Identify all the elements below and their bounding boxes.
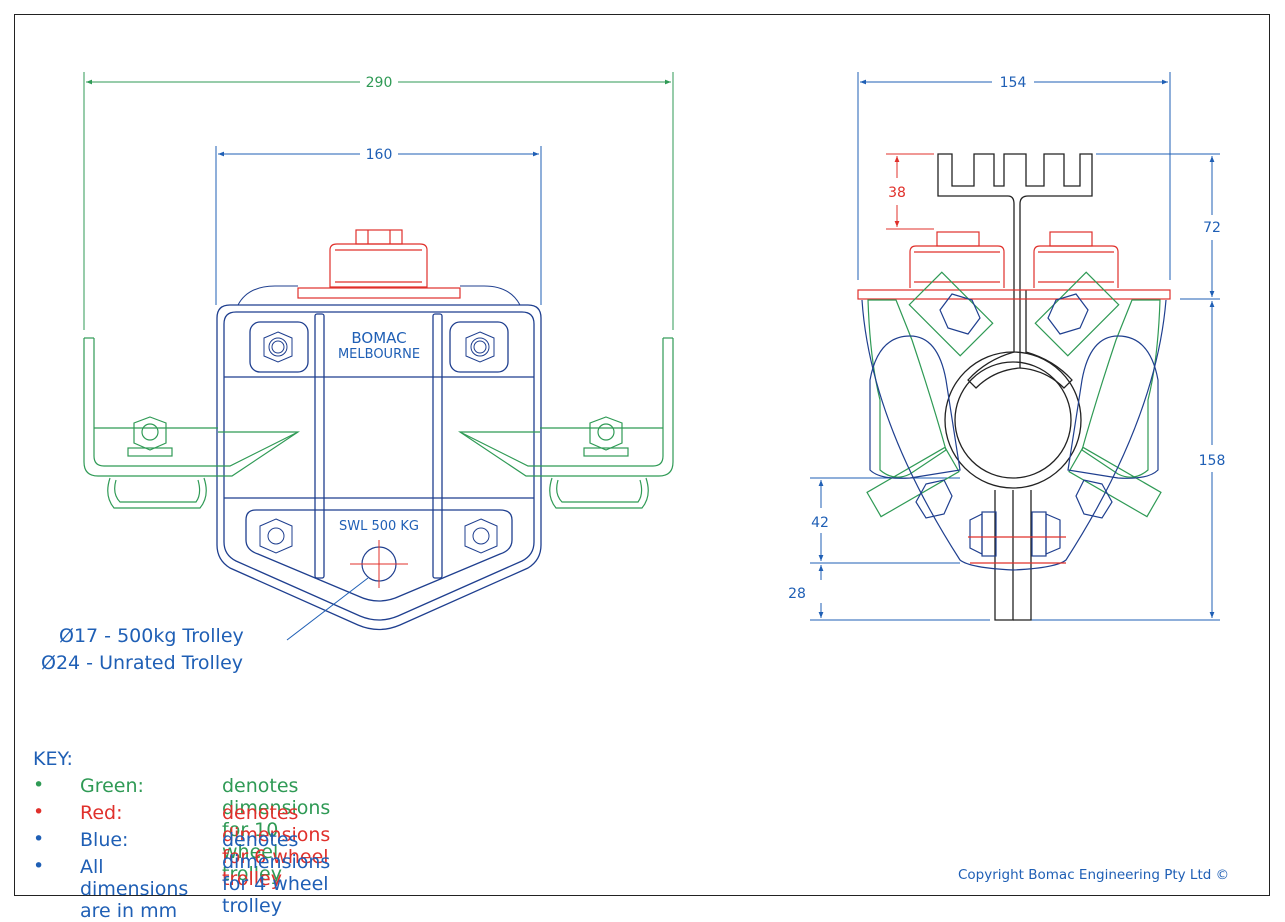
key-title: KEY: (33, 748, 73, 770)
lower-wheels (107, 477, 649, 509)
hole-note-line1: Ø17 - 500kg Trolley (59, 625, 244, 647)
plate-city: MELBOURNE (338, 347, 420, 362)
dim-72-158: 72 158 (1014, 153, 1226, 621)
center-hole (350, 540, 408, 588)
key-name: Red: (80, 802, 123, 824)
hole-leader (286, 577, 369, 641)
hole-note-line2: Ø24 - Unrated Trolley (41, 652, 244, 674)
top-roller (297, 229, 461, 299)
dim-42-label: 42 (811, 515, 829, 531)
dim-72-label: 72 (1203, 220, 1221, 236)
track-profile (937, 153, 1093, 621)
dim-158-label: 158 (1199, 453, 1226, 469)
drawing-border (14, 14, 1270, 896)
bullet: • (33, 855, 45, 877)
dim-154-label: 154 (1000, 75, 1027, 91)
dim-154: 154 (857, 72, 1171, 280)
side-angled-rollers (866, 271, 1162, 518)
upper-wheels (237, 285, 521, 306)
plate-nuts (259, 331, 498, 554)
left-bracket (83, 337, 300, 477)
side-view: 154 38 72 158 (788, 72, 1226, 621)
dim-38-label: 38 (888, 185, 906, 201)
key-desc: denotes dimensions for 4 wheel trolley (222, 829, 331, 917)
key-name: Blue: (80, 829, 129, 851)
key-desc: denotes dimensions for 6 wheel trolley (222, 802, 331, 890)
copyright-notice: Copyright Bomac Engineering Pty Ltd © (958, 867, 1230, 883)
dim-290: 290 (83, 72, 674, 330)
key-name: All dimensions are in mm (80, 856, 189, 922)
side-body (861, 293, 1167, 571)
dim-290-label: 290 (366, 75, 393, 91)
front-view: 290 160 (83, 72, 674, 641)
right-bracket (458, 337, 674, 477)
key-name: Green: (80, 775, 144, 797)
key-desc: denotes dimensions for 10 wheel trolley (222, 775, 331, 885)
dim-42-28: 42 28 (788, 477, 990, 621)
dim-38: 38 (886, 153, 934, 230)
bullet: • (33, 828, 45, 850)
side-top-rollers (857, 231, 1171, 300)
swl-label: SWL 500 KG (339, 519, 419, 534)
dim-160-label: 160 (366, 147, 393, 163)
dim-28-label: 28 (788, 586, 806, 602)
plate-brand: BOMAC (351, 329, 406, 347)
bullet: • (33, 774, 45, 796)
main-plate (216, 304, 542, 631)
dim-160: 160 (215, 146, 542, 305)
bullet: • (33, 801, 45, 823)
